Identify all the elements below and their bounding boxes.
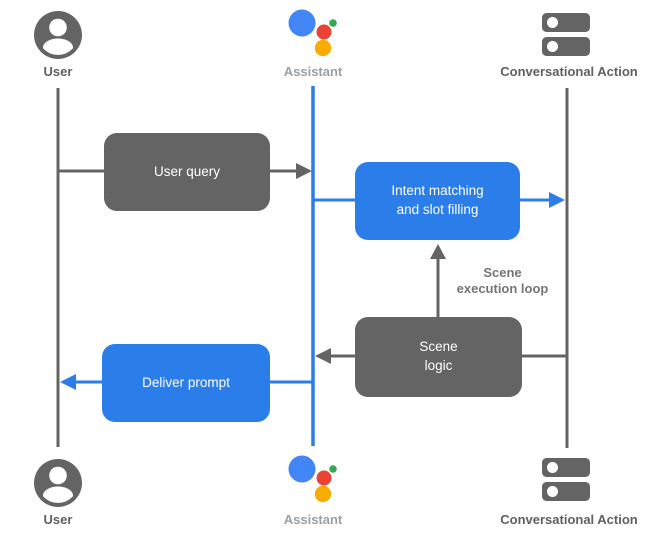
- user-label-top: User: [43, 64, 73, 79]
- scene-loop-arrowhead-icon: [430, 244, 446, 259]
- google-assistant-icon: [288, 455, 337, 503]
- intent-matching-arrowhead-icon: [549, 192, 565, 208]
- assistant-label-bottom: Assistant: [283, 512, 343, 527]
- deliver-prompt-arrowhead-icon: [60, 374, 76, 390]
- scene-logic-arrowhead-icon: [315, 348, 331, 364]
- conversational-action-icon: [542, 458, 590, 501]
- conversational-action-label-top: Conversational Action: [500, 64, 638, 79]
- intent-matching-node: Intent matching and slot filling: [355, 162, 520, 240]
- user-icon: [34, 459, 82, 507]
- user-icon: [34, 11, 82, 59]
- user-label-bottom: User: [43, 512, 73, 527]
- scene-execution-loop-label: Scene execution loop: [456, 265, 549, 297]
- assistant-label-top: Assistant: [283, 64, 343, 79]
- google-assistant-icon: [288, 9, 337, 57]
- user-query-arrowhead-icon: [296, 163, 312, 179]
- scene-loop-up-arrow: [430, 244, 446, 318]
- user-query-node: User query: [104, 133, 270, 211]
- scene-logic-node: Scene logic: [355, 317, 522, 397]
- deliver-prompt-node: Deliver prompt: [102, 344, 270, 422]
- conversational-action-label-bottom: Conversational Action: [500, 512, 638, 527]
- conversational-action-icon: [542, 13, 590, 56]
